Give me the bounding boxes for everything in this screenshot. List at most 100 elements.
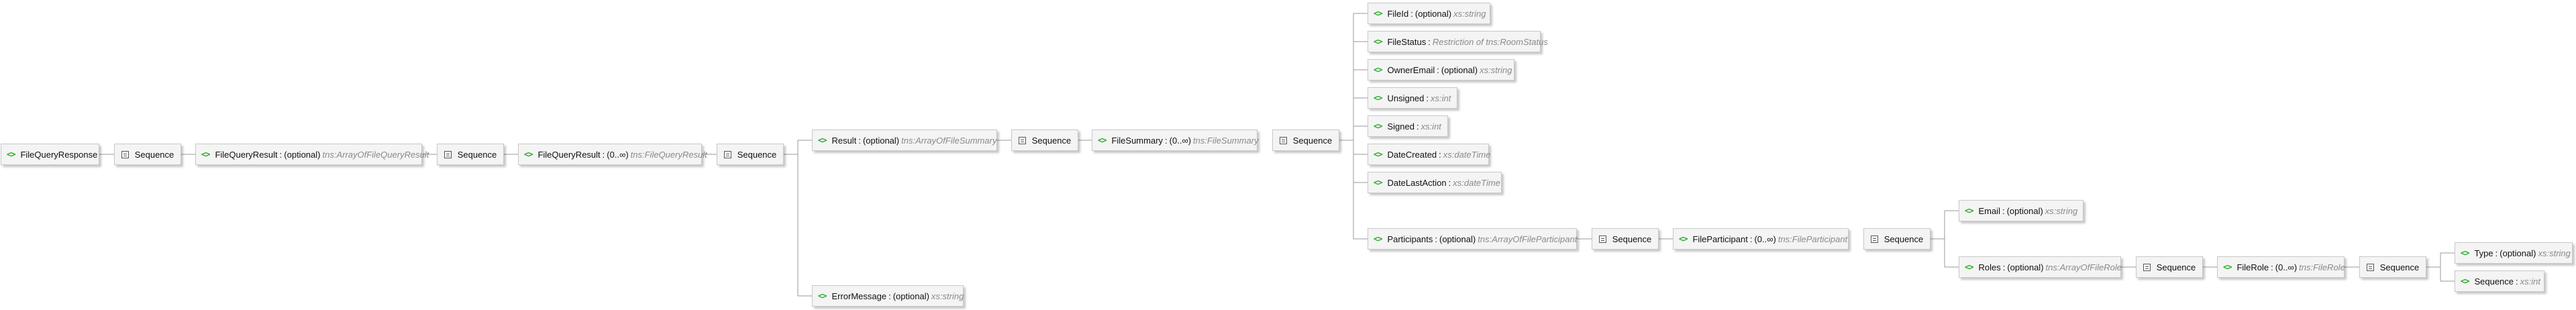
element-icon: <> bbox=[818, 291, 827, 301]
element-icon: <> bbox=[818, 136, 827, 145]
element-icon: <> bbox=[2461, 276, 2469, 286]
element-type: tns:ArrayOfFileQueryResult bbox=[322, 149, 429, 160]
element-type: Restriction of tns:RoomStatus bbox=[1432, 36, 1548, 47]
element-name: FileParticipant bbox=[1692, 234, 1748, 244]
element-node-sequence-field[interactable]: <> Sequence: xs:int bbox=[2455, 270, 2544, 292]
element-type: xs:int bbox=[1431, 93, 1451, 103]
element-type: tns:FileSummary bbox=[1193, 135, 1259, 146]
element-optional: (optional) bbox=[2007, 262, 2044, 272]
element-optional: (optional) bbox=[2500, 248, 2536, 258]
element-icon: <> bbox=[1374, 65, 1382, 74]
sequence-node[interactable]: Sequence bbox=[1592, 228, 1659, 250]
element-node-file-query-response[interactable]: <> FileQueryResponse bbox=[1, 144, 99, 165]
element-name: FileStatus bbox=[1387, 36, 1427, 47]
sequence-label: Sequence bbox=[1884, 234, 1924, 244]
element-node-file-participant[interactable]: <> FileParticipant: (0..∞) tns:FileParti… bbox=[1673, 228, 1849, 250]
element-name: OwnerEmail bbox=[1387, 64, 1435, 75]
element-node-result[interactable]: <> Result: (optional) tns:ArrayOfFileSum… bbox=[812, 130, 997, 151]
element-type: tns:ArrayOfFileParticipant bbox=[1478, 234, 1578, 244]
element-name: FileId bbox=[1387, 8, 1409, 19]
element-node-file-id[interactable]: <> FileId: (optional) xs:string bbox=[1368, 3, 1490, 24]
element-node-unsigned[interactable]: <> Unsigned: xs:int bbox=[1368, 87, 1457, 109]
element-cardinality: (0..∞) bbox=[1754, 234, 1776, 244]
element-node-type[interactable]: <> Type: (optional) xs:string bbox=[2455, 242, 2573, 264]
element-icon: <> bbox=[1374, 234, 1382, 244]
sequence-label: Sequence bbox=[134, 149, 174, 160]
element-node-roles[interactable]: <> Roles: (optional) tns:ArrayOfFileRole bbox=[1959, 256, 2122, 278]
element-cardinality: (0..∞) bbox=[607, 149, 629, 160]
element-name: ErrorMessage bbox=[831, 291, 887, 301]
element-name: Email bbox=[1978, 205, 2000, 216]
element-icon: <> bbox=[2223, 262, 2232, 272]
element-name: Signed bbox=[1387, 121, 1414, 132]
element-node-email[interactable]: <> Email: (optional) xs:string bbox=[1959, 200, 2083, 221]
element-node-file-summary[interactable]: <> FileSummary: (0..∞) tns:FileSummary bbox=[1092, 130, 1259, 151]
element-name: DateCreated bbox=[1387, 149, 1437, 160]
element-cardinality: (0..∞) bbox=[1169, 135, 1192, 146]
element-type: xs:dateTime bbox=[1443, 149, 1491, 160]
element-node-file-status[interactable]: <> FileStatus: Restriction of tns:RoomSt… bbox=[1368, 31, 1548, 52]
sequence-node[interactable]: Sequence bbox=[2136, 256, 2203, 278]
element-name: FileRole bbox=[2236, 262, 2269, 272]
element-name: FileSummary bbox=[1111, 135, 1164, 146]
sequence-node[interactable]: Sequence bbox=[1863, 228, 1930, 250]
element-type: tns:FileParticipant bbox=[1778, 234, 1848, 244]
element-type: xs:string bbox=[1453, 8, 1486, 19]
element-type: xs:int bbox=[1421, 121, 1441, 132]
element-icon: <> bbox=[1374, 150, 1382, 159]
element-node-error-message[interactable]: <> ErrorMessage: (optional) xs:string bbox=[812, 285, 964, 307]
sequence-node[interactable]: Sequence bbox=[2359, 256, 2426, 278]
element-icon: <> bbox=[2461, 248, 2469, 258]
element-optional: (optional) bbox=[892, 291, 929, 301]
element-node-date-last-action[interactable]: <> DateLastAction: xs:dateTime bbox=[1368, 172, 1502, 193]
sequence-icon bbox=[121, 150, 129, 158]
element-optional: (optional) bbox=[862, 135, 900, 146]
sequence-node[interactable]: Sequence bbox=[114, 144, 181, 165]
element-node-signed[interactable]: <> Signed: xs:int bbox=[1368, 115, 1448, 137]
element-name: Roles bbox=[1978, 262, 2001, 272]
element-icon: <> bbox=[7, 150, 15, 159]
element-icon: <> bbox=[1965, 262, 1973, 272]
sequence-label: Sequence bbox=[1292, 135, 1333, 146]
element-type: xs:string bbox=[931, 291, 964, 301]
element-name: FileQueryResult bbox=[537, 149, 601, 160]
element-node-file-role[interactable]: <> FileRole: (0..∞) tns:FileRole bbox=[2217, 256, 2345, 278]
element-type: xs:dateTime bbox=[1453, 177, 1500, 188]
element-icon: <> bbox=[524, 150, 533, 159]
sequence-label: Sequence bbox=[2156, 262, 2196, 272]
element-node-date-created[interactable]: <> DateCreated: xs:dateTime bbox=[1368, 144, 1491, 165]
element-type: xs:string bbox=[2045, 205, 2078, 216]
element-type: xs:int bbox=[2520, 276, 2540, 287]
element-icon: <> bbox=[201, 150, 210, 159]
element-optional: (optional) bbox=[1439, 234, 1476, 244]
sequence-node[interactable]: Sequence bbox=[1011, 130, 1078, 151]
element-name: Result bbox=[831, 135, 857, 146]
element-node-file-query-result-item[interactable]: <> FileQueryResult: (0..∞) tns:FileQuery… bbox=[518, 144, 707, 165]
sequence-node[interactable]: Sequence bbox=[437, 144, 504, 165]
sequence-node[interactable]: Sequence bbox=[1272, 130, 1339, 151]
element-cardinality: (0..∞) bbox=[2275, 262, 2298, 272]
sequence-icon bbox=[2366, 263, 2374, 271]
element-type: tns:ArrayOfFileRole bbox=[2045, 262, 2122, 272]
element-node-participants[interactable]: <> Participants: (optional) tns:ArrayOfF… bbox=[1368, 228, 1577, 250]
sequence-label: Sequence bbox=[1612, 234, 1652, 244]
element-optional: (optional) bbox=[284, 149, 321, 160]
sequence-label: Sequence bbox=[2379, 262, 2420, 272]
element-node-file-query-result[interactable]: <> FileQueryResult: (optional) tns:Array… bbox=[195, 144, 429, 165]
element-type: tns:FileQueryResult bbox=[630, 149, 707, 160]
element-optional: (optional) bbox=[2006, 205, 2043, 216]
element-type: tns:ArrayOfFileSummary bbox=[901, 135, 997, 146]
sequence-node[interactable]: Sequence bbox=[717, 144, 784, 165]
element-icon: <> bbox=[1679, 234, 1688, 244]
element-name: FileQueryResponse bbox=[20, 149, 98, 160]
element-optional: (optional) bbox=[1441, 64, 1478, 75]
sequence-icon bbox=[444, 150, 452, 158]
element-icon: <> bbox=[1965, 206, 1973, 215]
sequence-icon bbox=[723, 150, 731, 158]
sequence-label: Sequence bbox=[1031, 135, 1072, 146]
element-icon: <> bbox=[1374, 121, 1382, 131]
element-node-owner-email[interactable]: <> OwnerEmail: (optional) xs:string bbox=[1368, 59, 1514, 81]
element-icon: <> bbox=[1374, 9, 1382, 18]
element-name: Type bbox=[2474, 248, 2493, 258]
